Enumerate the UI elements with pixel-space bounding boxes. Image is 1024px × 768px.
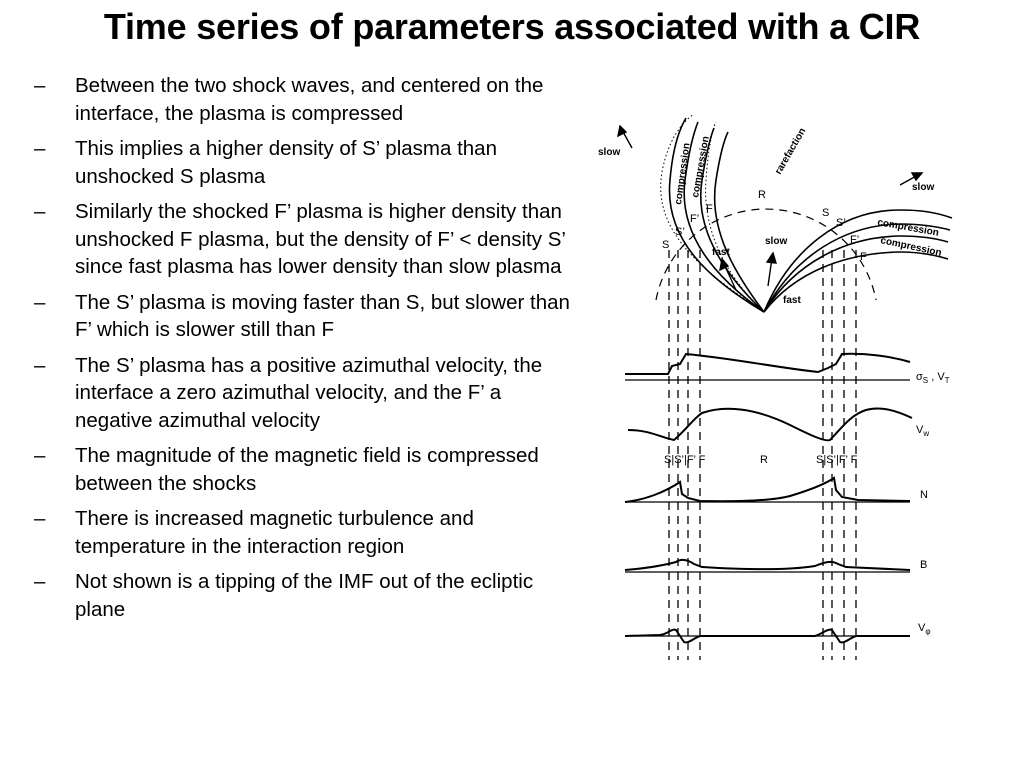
- bullet-text: Not shown is a tipping of the IMF out of…: [75, 570, 534, 621]
- label-slow-inner: slow: [765, 236, 787, 247]
- panel-label-vw: Vw: [916, 424, 929, 438]
- bullet-text: The magnitude of the magnetic field is c…: [75, 444, 539, 495]
- bullet-marker: –: [34, 570, 46, 593]
- bullet-text: The S’ plasma has a positive azimuthal v…: [75, 353, 543, 432]
- bullet-text: The S’ plasma is moving faster than S, b…: [75, 290, 570, 342]
- right-curve-S: [763, 209, 953, 313]
- label-S-left: S: [662, 239, 669, 251]
- label-R: R: [758, 189, 766, 201]
- label-fast-inner: fast: [712, 247, 730, 258]
- bullet-item: – The S’ plasma has a positive azimuthal …: [34, 352, 574, 435]
- trace-vw: [627, 407, 913, 442]
- bullet-text: Between the two shock waves, and centere…: [75, 74, 544, 125]
- label-slow-right: slow: [912, 182, 934, 193]
- label-F-left: F: [706, 203, 713, 215]
- trace-n: [624, 476, 911, 503]
- spiral-schematic: slow compression compression rarefaction…: [598, 113, 953, 313]
- bullet-item: – Similarly the shocked F’ plasma is high…: [34, 198, 574, 281]
- bullet-text: This implies a higher density of S’ plas…: [75, 137, 497, 188]
- region-labels: S|S’|F’ F R S|S’|F’ F: [664, 454, 858, 466]
- panel-label-sigma-vt: σS , VT: [916, 371, 950, 385]
- arrowhead-icon: [617, 124, 628, 138]
- label-rarefaction: rarefaction: [773, 126, 808, 176]
- left-curve-F: [713, 131, 765, 313]
- bullet-item: – The magnitude of the magnetic field is …: [34, 442, 574, 497]
- panel-n: N: [624, 476, 928, 503]
- bullet-marker: –: [34, 353, 46, 377]
- label-F-right: F: [860, 251, 867, 263]
- bullet-item: – There is increased magnetic turbulence …: [34, 505, 574, 560]
- bullet-marker: –: [34, 290, 46, 314]
- label-F-prime-right: F’: [850, 234, 859, 246]
- label-S-prime-left: S’: [675, 226, 685, 238]
- panel-label-n: N: [920, 489, 928, 501]
- bullet-item: – This implies a higher density of S’ pla…: [34, 135, 574, 190]
- reference-circle: [655, 208, 877, 301]
- bullet-item: – Between the two shock waves, and center…: [34, 72, 574, 127]
- panel-label-vphi: Vφ: [918, 622, 931, 636]
- panel-vphi: Vφ: [624, 622, 931, 644]
- bullet-text: There is increased magnetic turbulence a…: [75, 507, 474, 558]
- bullet-item: – Not shown is a tipping of the IMF out o…: [34, 568, 574, 623]
- bullet-text: Similarly the shocked F’ plasma is highe…: [75, 200, 566, 278]
- arrowhead-icon: [910, 172, 924, 182]
- label-S-prime-right: S’: [836, 217, 846, 229]
- label-fast-bottom: fast: [783, 295, 801, 306]
- label-F-prime-left: F’: [690, 213, 699, 225]
- panel-label-b: B: [920, 559, 927, 571]
- dotted-boundary-right: [705, 121, 765, 313]
- arrowhead-icon: [719, 257, 730, 272]
- slide-title: Time series of parameters associated wit…: [103, 6, 921, 47]
- bullet-marker: –: [34, 137, 46, 160]
- cir-diagram: slow compression compression rarefaction…: [598, 113, 953, 660]
- right-curve-F: [763, 251, 949, 313]
- bullet-list: – Between the two shock waves, and center…: [34, 72, 574, 631]
- right-curve-S-prime: [763, 223, 951, 313]
- boundary-lines: [668, 250, 857, 660]
- bullet-marker: –: [34, 200, 46, 223]
- left-curve-F-prime: [700, 127, 765, 313]
- trace-sigma-vt: [625, 352, 911, 375]
- trace-vphi: [624, 628, 910, 644]
- right-curve-F-prime: [763, 235, 949, 313]
- trace-b: [624, 558, 911, 571]
- bullet-marker: –: [34, 74, 46, 97]
- region-labels-right: S|S’|F’ F: [816, 454, 858, 466]
- bullet-marker: –: [34, 507, 46, 530]
- bullet-item: – The S’ plasma is moving faster than S, …: [34, 289, 574, 344]
- arrowhead-icon: [765, 251, 777, 264]
- fast-arrow-left: [723, 263, 737, 291]
- panel-sigma-vt: σS , VT: [625, 352, 950, 385]
- bullet-marker: –: [34, 444, 46, 467]
- region-label-R: R: [760, 454, 768, 466]
- region-labels-left: S|S’|F’ F: [664, 454, 706, 466]
- label-compression-b: compression: [690, 135, 712, 198]
- left-curve-S: [668, 117, 765, 313]
- label-S-right: S: [822, 207, 829, 219]
- label-slow-left: slow: [598, 147, 620, 158]
- panel-b: B: [624, 558, 927, 573]
- left-curve-S-prime: [683, 121, 765, 313]
- panel-vw: Vw: [627, 407, 929, 442]
